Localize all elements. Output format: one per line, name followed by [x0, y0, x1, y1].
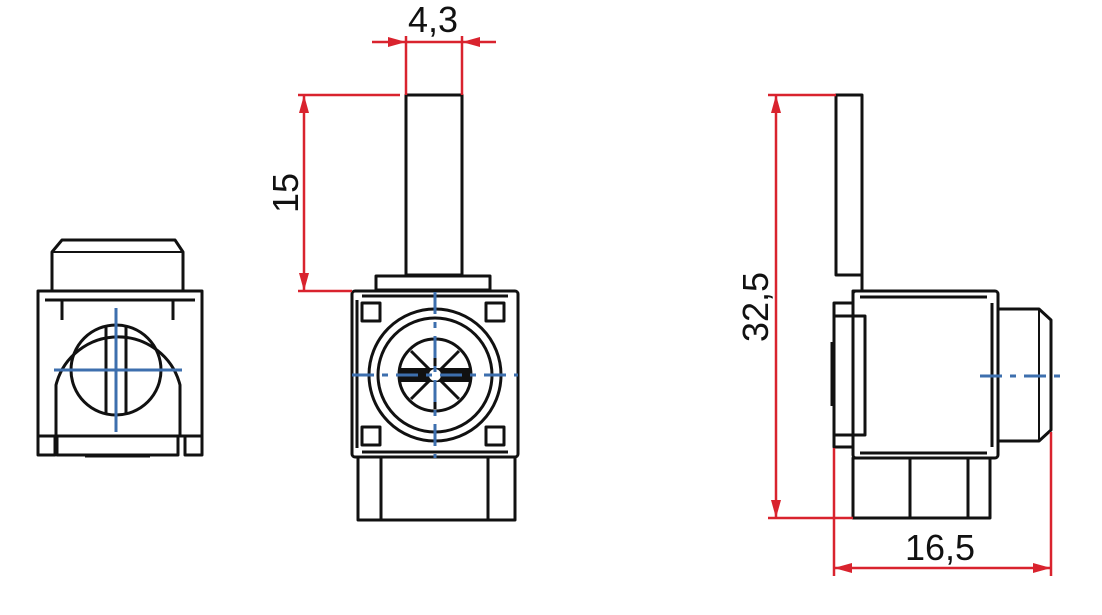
front-view: [350, 93, 520, 522]
side-view-left: [36, 238, 204, 458]
dimension-total-height: 32,5: [735, 93, 853, 520]
dim-label-pin-length: 15: [265, 173, 306, 213]
dim-label-total-height: 32,5: [735, 272, 776, 342]
dimension-depth: 16,5: [832, 432, 1053, 576]
dimension-pin-width: 4,3: [372, 0, 496, 95]
dim-label-depth: 16,5: [905, 527, 975, 568]
dim-label-pin-width: 4,3: [408, 0, 458, 40]
dimension-pin-length: 15: [265, 93, 400, 293]
side-view-right: [830, 93, 1060, 520]
